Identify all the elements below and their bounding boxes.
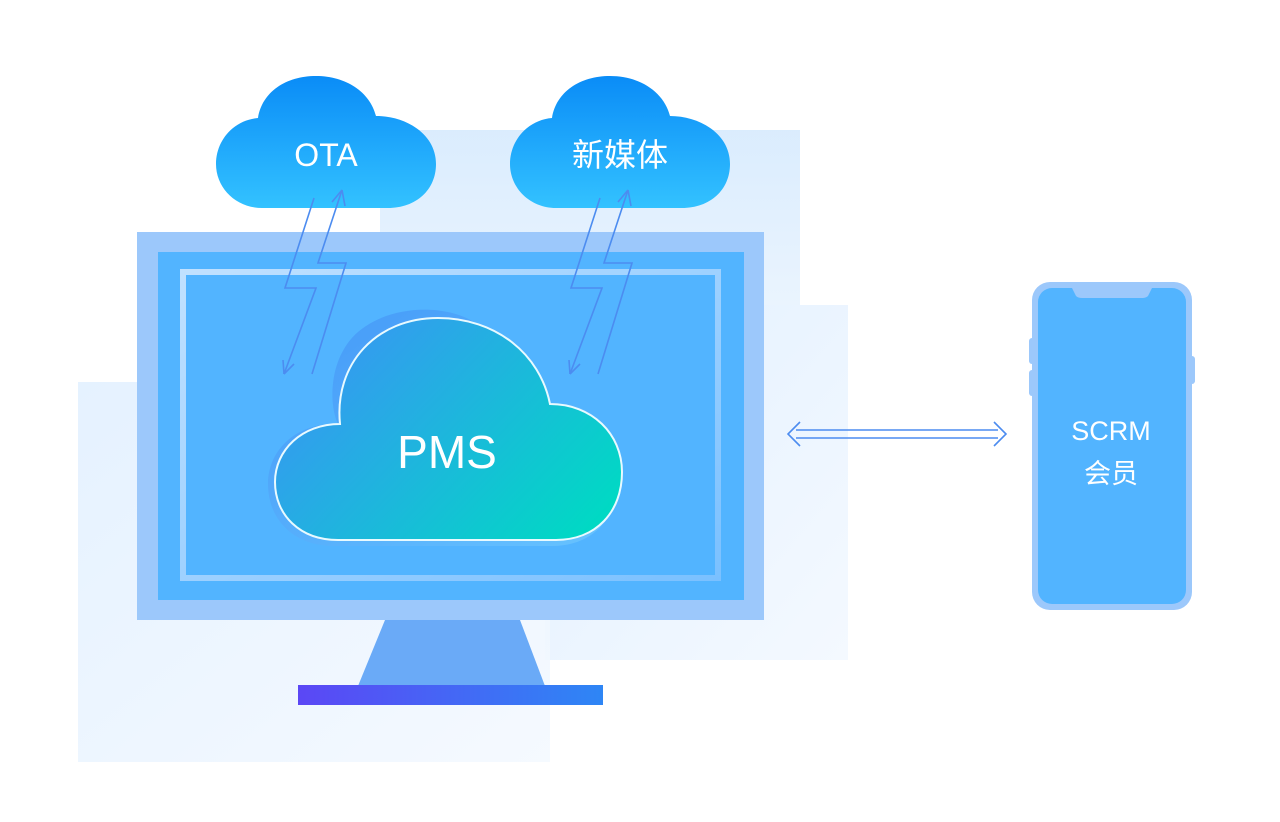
ota-cloud-shape [216, 76, 436, 208]
new-media-label: 新媒体 [572, 137, 668, 173]
ota-link-icon [282, 189, 348, 375]
new-media-cloud-shape [510, 76, 730, 208]
phone-screen [1038, 288, 1186, 604]
cloud-ota: OTA [216, 76, 436, 208]
cloud-new-media: 新媒体 [510, 76, 730, 208]
new-media-link-icon [568, 189, 634, 375]
phone: SCRM 会员 [1029, 282, 1195, 610]
screen-inner-frame [180, 269, 721, 581]
monitor-stand [298, 620, 603, 705]
phone-label-scrm: SCRM [1071, 416, 1151, 446]
stand-neck [358, 620, 545, 686]
pms-cloud: PMS [268, 309, 624, 546]
pms-cloud-body [273, 316, 624, 541]
stand-base [298, 685, 603, 705]
ota-label: OTA [294, 137, 358, 173]
phone-label-member: 会员 [1084, 459, 1138, 489]
double-headed-arrow-icon [786, 421, 1008, 447]
pms-label: PMS [397, 426, 497, 478]
lightning-link-arrows [282, 189, 634, 375]
phone-notch [1072, 288, 1152, 298]
